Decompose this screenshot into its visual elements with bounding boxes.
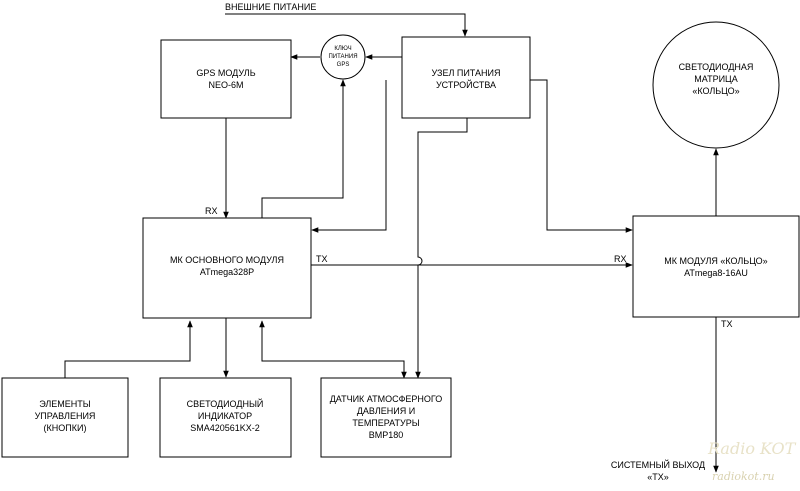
- power-to-ring-wire: [530, 79, 633, 233]
- power-unit-line-2: УСТРОЙСТВА: [436, 79, 496, 90]
- main-to-key-wire: [261, 79, 346, 218]
- led-matrix-line-3: «КОЛЬЦО»: [692, 86, 739, 96]
- ring-tx-label: TX: [721, 319, 733, 329]
- gps-module-line-1: GPS МОДУЛЬ: [196, 68, 255, 78]
- led-indicator-block: СВЕТОДИОДНЫЙ ИНДИКАТОР SMA420561KX-2: [159, 377, 292, 458]
- system-output-label-line-1: СИСТЕМНЫЙ ВЫХОД: [611, 459, 705, 470]
- external-power-wire: [225, 13, 468, 37]
- ring-mcu-block: МК МОДУЛЯ «КОЛЬЦО» ATmega8-16AU: [632, 215, 800, 318]
- led-matrix-line-1: СВЕТОДИОДНАЯ: [679, 62, 754, 72]
- led-indicator-line-1: СВЕТОДИОДНЫЙ: [187, 398, 264, 409]
- led-indicator-line-3: SMA420561KX-2: [190, 423, 260, 433]
- power-key-line-2: ПИТАНИЯ: [328, 54, 357, 60]
- main-mcu-block: МК ОСНОВНОГО МОДУЛЯ ATmega328P: [142, 217, 312, 319]
- power-to-sensor-wire: [415, 118, 468, 379]
- controls-line-2: УПРАВЛЕНИЯ: [35, 411, 96, 421]
- connections: [64, 13, 719, 473]
- power-key-line-3: GPS: [337, 62, 350, 68]
- led-matrix-line-2: МАТРИЦА: [694, 74, 737, 84]
- main-mcu-line-1: МК ОСНОВНОГО МОДУЛЯ: [170, 255, 284, 265]
- external-power-label: ВНЕШНИЕ ПИТАНИЕ: [225, 2, 316, 12]
- gps-module-line-2: NEO-6M: [208, 80, 243, 90]
- main-mcu-line-2: ATmega328P: [200, 267, 254, 277]
- ring-rx-label: RX: [614, 254, 627, 264]
- sensor-line-1: ДАТЧИК АТМОСФЕРНОГО: [330, 394, 443, 404]
- sensor-line-4: BMP180: [369, 430, 404, 440]
- power-unit-line-1: УЗЕЛ ПИТАНИЯ: [432, 68, 501, 78]
- sensor-block: ДАТЧИК АТМОСФЕРНОГО ДАВЛЕНИЯ И ТЕМПЕРАТУ…: [320, 377, 452, 458]
- system-output-label-line-2: «TX»: [647, 472, 669, 482]
- ring-mcu-line-1: МК МОДУЛЯ «КОЛЬЦО»: [664, 256, 767, 266]
- gps-module-block: GPS МОДУЛЬ NEO-6M: [160, 39, 292, 119]
- ring-mcu-line-2: ATmega8-16AU: [684, 268, 748, 278]
- led-indicator-line-2: ИНДИКАТОР: [198, 411, 252, 421]
- power-unit-block: УЗЕЛ ПИТАНИЯ УСТРОЙСТВА: [401, 36, 531, 119]
- sensor-line-3: ТЕМПЕРАТУРЫ: [352, 418, 419, 428]
- gps-power-key-block: КЛЮЧ ПИТАНИЯ GPS: [320, 34, 366, 80]
- led-matrix-block: СВЕТОДИОДНАЯ МАТРИЦА «КОЛЬЦО»: [652, 21, 780, 149]
- watermark-url: radiokot.ru: [712, 470, 775, 483]
- gps-rx-label: RX: [205, 206, 218, 216]
- power-key-line-1: КЛЮЧ: [334, 46, 351, 52]
- power-to-main-wire: [311, 80, 387, 233]
- watermark-logo: Radio KOT radiokot.ru: [707, 439, 797, 483]
- controls-to-main-wire: [64, 320, 193, 378]
- controls-block: ЭЛЕМЕНТЫ УПРАВЛЕНИЯ (КНОПКИ): [1, 377, 129, 458]
- sensor-main-wire: [259, 320, 407, 379]
- controls-line-3: (КНОПКИ): [44, 423, 87, 433]
- controls-line-1: ЭЛЕМЕНТЫ: [39, 399, 91, 409]
- watermark-title: Radio KOT: [707, 439, 797, 458]
- main-tx-label: TX: [316, 254, 328, 264]
- sensor-line-2: ДАВЛЕНИЯ И: [357, 406, 415, 416]
